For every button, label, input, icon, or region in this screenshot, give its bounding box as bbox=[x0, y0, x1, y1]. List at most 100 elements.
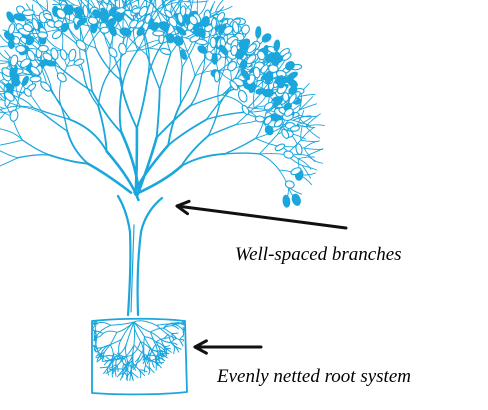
leaf bbox=[38, 44, 49, 53]
leaf bbox=[273, 119, 284, 128]
leaf bbox=[254, 115, 265, 123]
branch-stroke bbox=[58, 0, 61, 6]
root-ball-outline bbox=[91, 317, 188, 396]
leaf bbox=[29, 65, 41, 76]
branch-stroke bbox=[125, 0, 127, 7]
root-stroke bbox=[102, 330, 118, 334]
branch-stroke bbox=[146, 0, 153, 9]
root-stroke bbox=[114, 344, 127, 358]
root-stroke bbox=[123, 360, 133, 370]
trunk-stroke bbox=[136, 196, 164, 317]
leaf bbox=[232, 21, 240, 34]
tree-leaves bbox=[1, 4, 305, 208]
leaf bbox=[290, 125, 300, 132]
branch-stroke bbox=[215, 5, 233, 13]
branch-stroke bbox=[121, 0, 130, 11]
branch-stroke bbox=[31, 0, 48, 11]
leaf bbox=[25, 36, 35, 46]
branch-stroke bbox=[121, 49, 139, 86]
branch-stroke bbox=[46, 0, 48, 11]
root-stroke bbox=[172, 323, 184, 330]
leaf bbox=[148, 17, 155, 30]
branch-stroke bbox=[52, 4, 76, 6]
root-stroke bbox=[112, 368, 117, 377]
branch-stroke bbox=[258, 153, 280, 171]
root-stroke bbox=[145, 364, 151, 372]
root-stroke bbox=[161, 339, 167, 349]
leaf bbox=[7, 39, 15, 50]
leaf bbox=[248, 82, 257, 94]
leaf bbox=[5, 82, 15, 91]
root-stroke bbox=[129, 371, 134, 381]
root-stroke bbox=[127, 360, 133, 373]
leaf bbox=[76, 17, 88, 26]
leaf bbox=[168, 16, 178, 28]
leaf bbox=[56, 72, 67, 83]
branch-stroke bbox=[115, 0, 119, 2]
root-stroke bbox=[172, 322, 184, 325]
branch-stroke bbox=[121, 0, 125, 7]
branch-stroke bbox=[303, 140, 320, 149]
root-stroke bbox=[156, 324, 170, 337]
leaf bbox=[9, 54, 19, 67]
root-stroke bbox=[123, 353, 134, 358]
branch-stroke bbox=[136, 136, 158, 196]
root-stroke bbox=[109, 344, 114, 355]
leaf bbox=[276, 78, 286, 89]
branch-stroke bbox=[191, 0, 194, 8]
branch-stroke bbox=[143, 0, 152, 4]
leaf bbox=[173, 35, 184, 46]
branch-stroke bbox=[164, 0, 167, 2]
root-stroke bbox=[155, 344, 159, 355]
leaf bbox=[240, 69, 251, 81]
branch-stroke bbox=[102, 0, 108, 7]
leaf bbox=[158, 22, 169, 32]
root-stroke bbox=[150, 331, 157, 346]
branch-stroke bbox=[133, 144, 170, 194]
branch-stroke bbox=[162, 1, 188, 8]
root-stroke bbox=[154, 354, 157, 362]
root-stroke bbox=[123, 362, 130, 369]
branch-stroke bbox=[305, 113, 321, 127]
leaf bbox=[23, 87, 32, 97]
root-stroke bbox=[156, 323, 174, 326]
leaf bbox=[75, 39, 87, 51]
root-stroke bbox=[95, 353, 102, 357]
leaf bbox=[229, 80, 239, 91]
leaf bbox=[175, 25, 187, 36]
branch-stroke bbox=[301, 165, 318, 171]
leaf bbox=[189, 34, 201, 43]
branch-stroke bbox=[167, 0, 172, 4]
root-stroke bbox=[112, 357, 125, 361]
branch-stroke bbox=[167, 0, 181, 23]
leaf bbox=[209, 36, 217, 49]
leaf bbox=[211, 52, 218, 65]
branch-stroke bbox=[96, 0, 100, 7]
branch-stroke bbox=[155, 8, 167, 39]
root-stroke bbox=[131, 371, 139, 378]
branch-stroke bbox=[128, 0, 132, 11]
leaf bbox=[283, 107, 294, 117]
branches-label: Well-spaced branches bbox=[235, 244, 402, 265]
branch-stroke bbox=[305, 124, 325, 127]
leaf bbox=[283, 150, 294, 159]
branch-stroke bbox=[161, 0, 164, 8]
roots-label: Evenly netted root system bbox=[217, 366, 411, 387]
trunk-stroke bbox=[130, 224, 135, 313]
leaf bbox=[257, 50, 266, 61]
root-stroke bbox=[163, 347, 171, 350]
leaf bbox=[218, 44, 229, 56]
leaf bbox=[6, 11, 15, 23]
root-stroke bbox=[121, 369, 127, 377]
leaf bbox=[21, 9, 35, 17]
branch-stroke bbox=[178, 0, 180, 7]
leaf bbox=[19, 58, 32, 68]
leaf bbox=[136, 26, 145, 37]
branch-stroke bbox=[0, 106, 5, 110]
root-stroke bbox=[92, 344, 97, 349]
root-stroke bbox=[99, 366, 109, 369]
arrow-head bbox=[175, 199, 191, 216]
leaf bbox=[53, 20, 64, 29]
root-stroke bbox=[133, 320, 158, 326]
root-stroke bbox=[95, 344, 99, 354]
